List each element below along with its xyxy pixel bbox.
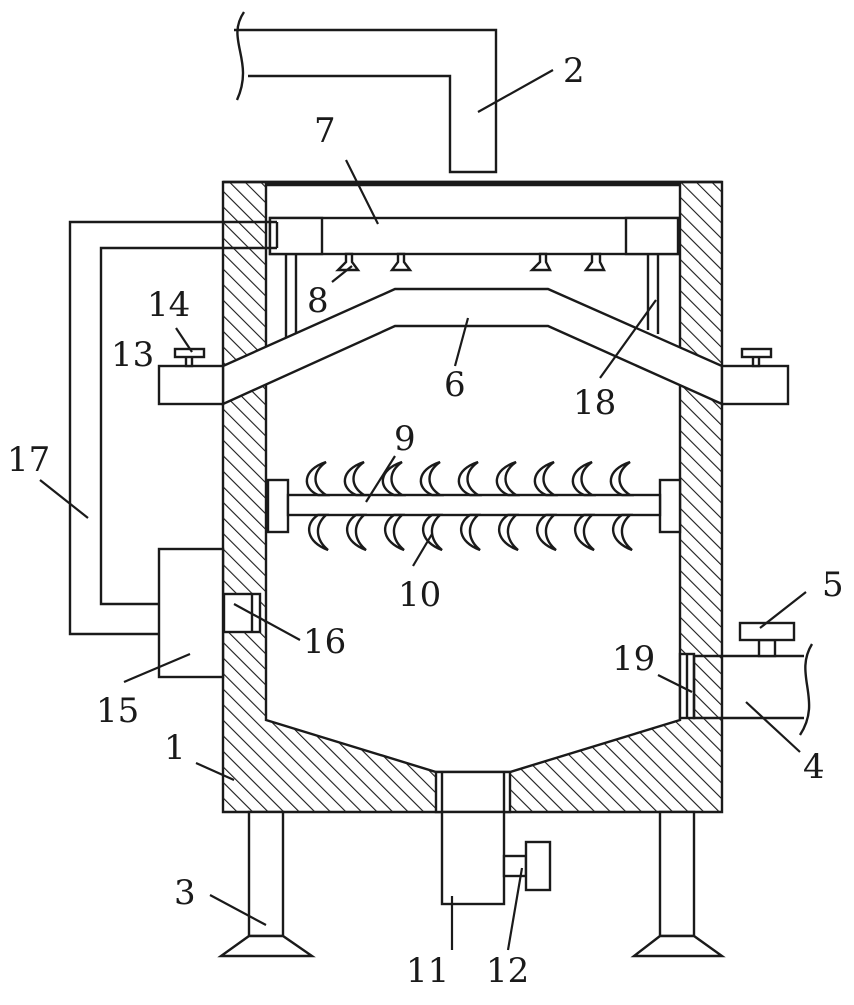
support-rods: [284, 254, 660, 342]
pump: [157, 547, 225, 679]
stirring-blades: [305, 460, 635, 552]
label-16: 16: [303, 622, 346, 662]
blade-upper-2: [343, 460, 369, 497]
blade-upper-9: [609, 460, 635, 497]
label-15: 15: [96, 691, 139, 731]
nozzles: [335, 252, 606, 272]
blade-upper-1: [305, 460, 331, 497]
blade-lower-4: [422, 513, 444, 552]
label-8: 8: [307, 281, 329, 321]
blade-upper-5: [457, 460, 483, 497]
label-11: 11: [406, 951, 449, 991]
label-5: 5: [822, 565, 844, 605]
label-2: 2: [563, 51, 585, 91]
leader-lines: [39, 69, 807, 951]
spray-tube: [268, 216, 680, 256]
label-7: 7: [314, 111, 336, 151]
blade-lower-9: [612, 513, 634, 552]
circulation-pipe: [68, 220, 279, 636]
discharge-pipe: [434, 770, 512, 906]
blade-upper-3: [381, 460, 407, 497]
filter-port: [222, 592, 262, 634]
label-6: 6: [444, 365, 466, 405]
blade-lower-2: [346, 513, 368, 552]
blade-lower-3: [384, 513, 406, 552]
label-12: 12: [486, 951, 529, 991]
label-4: 4: [803, 747, 825, 787]
blade-upper-4: [419, 460, 445, 497]
label-19: 19: [612, 639, 655, 679]
blade-lower-6: [498, 513, 520, 552]
label-13: 13: [111, 335, 154, 375]
support-legs: [217, 810, 726, 958]
label-17: 17: [7, 440, 50, 480]
blade-upper-6: [495, 460, 521, 497]
outlet-valve: [738, 621, 796, 658]
label-3: 3: [174, 873, 196, 913]
part-labels: 2 7 8 14 13 6 18 9 17 10 5 16 19 15 1 4 …: [7, 51, 844, 991]
label-18: 18: [573, 383, 616, 423]
label-14: 14: [147, 285, 190, 325]
blade-upper-8: [571, 460, 597, 497]
blade-lower-7: [536, 513, 558, 552]
discharge-valve: [502, 840, 552, 892]
blade-lower-1: [308, 513, 330, 552]
outlet-pipe: [692, 643, 814, 736]
label-1: 1: [164, 728, 186, 768]
blade-upper-7: [533, 460, 559, 497]
label-9: 9: [394, 419, 416, 459]
blade-lower-5: [460, 513, 482, 552]
inlet-pipe: [234, 11, 498, 174]
label-10: 10: [398, 575, 441, 615]
blade-lower-8: [574, 513, 596, 552]
